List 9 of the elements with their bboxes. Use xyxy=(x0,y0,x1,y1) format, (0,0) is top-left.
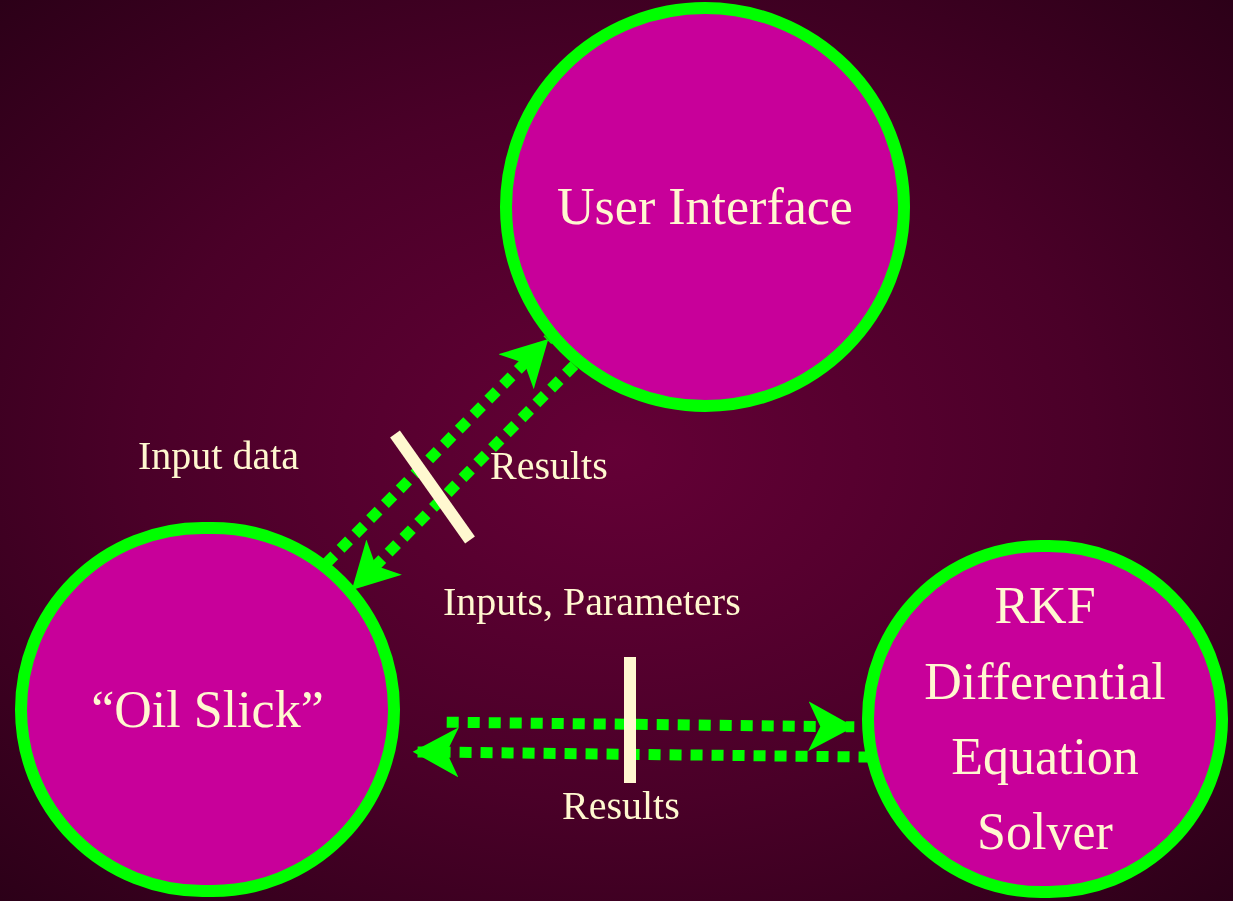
node-label: User Interface xyxy=(557,177,853,238)
dotted-arrow xyxy=(321,335,553,568)
dotted-arrow xyxy=(446,701,855,752)
edge-label: Input data xyxy=(138,436,300,476)
edge-label: Results xyxy=(490,446,608,486)
edge-label: Inputs, Parameters xyxy=(443,582,741,622)
edge-label: Results xyxy=(562,786,680,826)
node-label: “Oil Slick” xyxy=(91,679,324,740)
node-label: RKF Differential Equation Solver xyxy=(923,576,1167,863)
